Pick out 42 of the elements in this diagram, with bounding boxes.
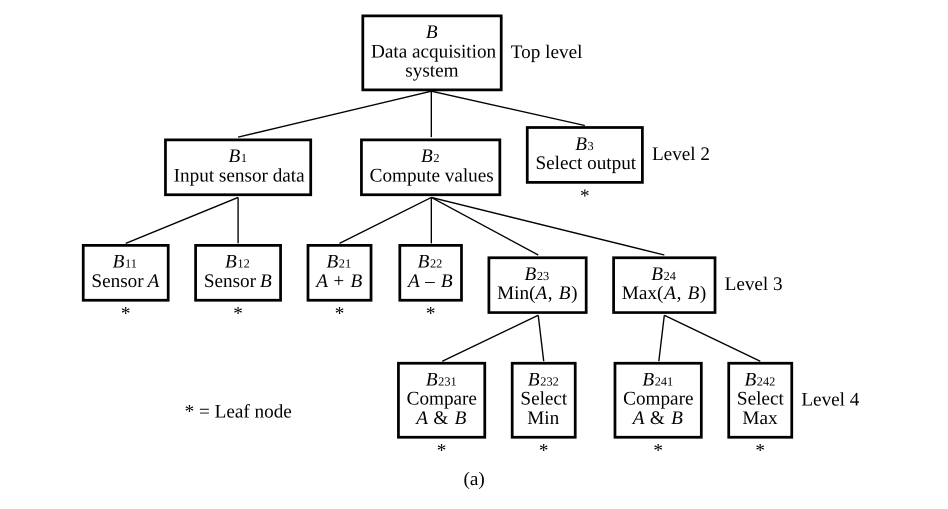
node-box: B24 Max(A, B)	[612, 256, 716, 314]
node-box: B2 Compute values	[360, 138, 501, 196]
node-box: B231 Compare A & B	[396, 361, 486, 438]
node-label: Level 2	[651, 144, 710, 165]
node-label: Level 3	[724, 274, 782, 295]
label: * = Leaf node	[184, 401, 292, 422]
node-box: B23 Min(A, B)	[487, 256, 588, 314]
connector	[237, 90, 431, 138]
connector	[442, 314, 538, 362]
node-box: B22 A – B	[398, 244, 462, 302]
node-box: B11 Sensor A	[81, 244, 170, 302]
connector	[658, 314, 664, 361]
connector	[338, 196, 432, 244]
caption: (a)	[463, 468, 484, 490]
node-label: *	[436, 440, 446, 462]
node-box: B21 A + B	[306, 244, 372, 302]
connector	[236, 196, 238, 243]
node-label: *	[120, 303, 130, 324]
node-label: *	[652, 440, 662, 462]
node-label: *	[425, 303, 435, 324]
connector	[124, 196, 238, 244]
node-label: *	[538, 440, 548, 462]
node-label: *	[334, 303, 344, 324]
node-box: B12 Sensor B	[194, 244, 282, 302]
connector	[664, 314, 760, 362]
node-box: B3 Select output	[525, 126, 644, 184]
connector	[430, 90, 584, 126]
node-label: Top level	[510, 41, 582, 62]
node-label: *	[580, 185, 590, 206]
connector	[537, 314, 544, 361]
node-box: B Data acquisition system	[360, 14, 502, 91]
node-label: Level 4	[800, 388, 859, 410]
connector	[430, 90, 432, 137]
node-box: B241 Compare A & B	[613, 361, 702, 438]
node-label: *	[232, 303, 242, 324]
node-box: B1 Input sensor data	[164, 138, 312, 196]
node-box: B242 Select Max	[726, 361, 793, 438]
node-box: B232 Select Min	[510, 361, 576, 438]
node-label: *	[754, 440, 765, 462]
connector	[430, 196, 664, 256]
connector	[430, 196, 432, 243]
connector	[430, 196, 538, 256]
